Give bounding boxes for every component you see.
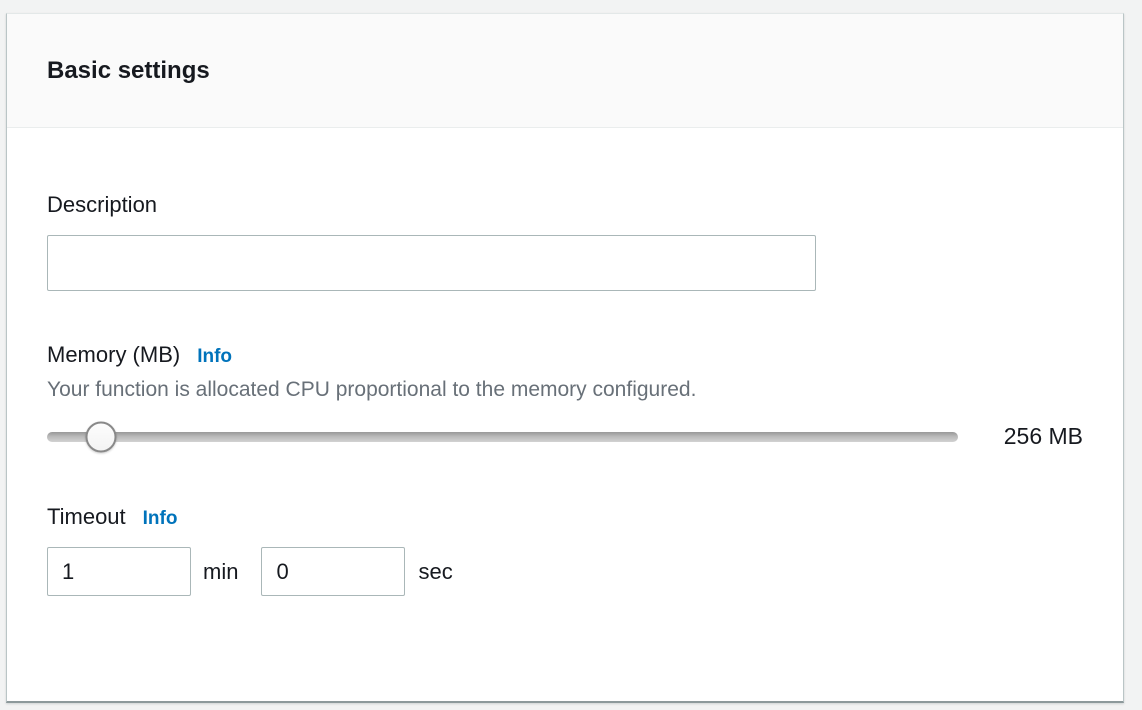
timeout-minutes-input[interactable] [47, 547, 191, 596]
description-input[interactable] [47, 235, 816, 291]
timeout-field-group: Timeout Info min sec [47, 503, 1083, 596]
basic-settings-card: Basic settings Description Memory (MB) I… [6, 13, 1124, 703]
memory-field-group: Memory (MB) Info Your function is alloca… [47, 341, 1083, 452]
timeout-seconds-unit: sec [418, 558, 453, 584]
memory-info-link[interactable]: Info [197, 346, 233, 367]
memory-slider-row: 256 MB [47, 421, 1083, 452]
memory-label-row: Memory (MB) Info [47, 341, 1083, 369]
description-label: Description [47, 192, 158, 217]
timeout-inputs-row: min sec [47, 547, 1083, 596]
memory-label: Memory (MB) [47, 342, 181, 367]
timeout-info-link[interactable]: Info [142, 508, 178, 529]
page-title: Basic settings [47, 57, 210, 84]
timeout-minutes-unit: min [203, 558, 239, 584]
description-field-group: Description [47, 191, 1083, 291]
memory-value: 256 MB [1003, 423, 1083, 449]
timeout-label-row: Timeout Info [47, 503, 1083, 531]
card-body: Description Memory (MB) Info Your functi… [7, 128, 1123, 596]
memory-slider-handle[interactable] [85, 421, 117, 452]
timeout-seconds-input[interactable] [261, 547, 406, 596]
memory-helper-text: Your function is allocated CPU proportio… [47, 378, 697, 401]
card-header: Basic settings [7, 14, 1123, 128]
timeout-label: Timeout [47, 504, 126, 529]
memory-slider[interactable] [47, 421, 958, 452]
